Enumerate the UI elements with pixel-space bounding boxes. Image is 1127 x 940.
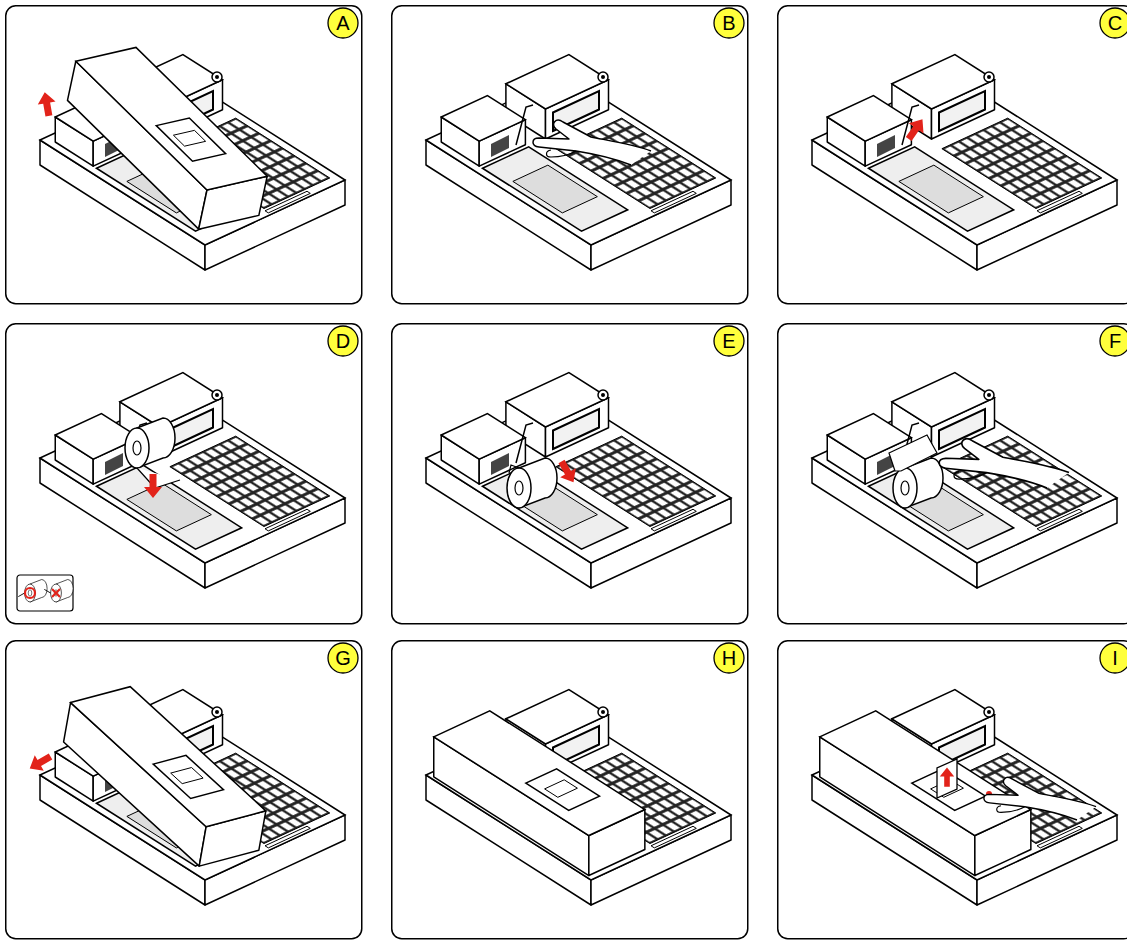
badge-shape (714, 8, 744, 38)
paper-tail (44, 589, 50, 593)
roll-icon-shape (51, 580, 74, 603)
panel (778, 641, 1127, 939)
inset-frame (17, 575, 73, 611)
panel-art (17, 373, 345, 611)
roll-direction-inset (17, 575, 73, 611)
panel (778, 324, 1127, 624)
panel-art (426, 373, 731, 588)
panel-frame (392, 324, 748, 624)
roll-icon (18, 580, 47, 603)
red-arrow (554, 457, 582, 487)
register (426, 55, 731, 270)
panel-frame (778, 6, 1127, 304)
badge-shape (1100, 643, 1127, 673)
red-arrow (901, 114, 930, 144)
panel-art (25, 677, 345, 905)
badge-shape (714, 643, 744, 673)
panel-frame (6, 641, 362, 939)
printer (441, 414, 627, 550)
panel (392, 641, 748, 939)
printer (441, 96, 627, 232)
badge-shape (1100, 326, 1127, 356)
badge-shape (328, 326, 358, 356)
step-badge: H (713, 642, 745, 674)
panel-art (426, 55, 731, 270)
cover-lifted (47, 36, 288, 241)
hand (984, 778, 1096, 820)
badge-shape (1100, 8, 1127, 38)
roll-icon (44, 580, 73, 603)
paper-strip (889, 435, 937, 471)
panel-art (36, 36, 345, 270)
step-badge: C (1099, 7, 1127, 39)
panel-art (426, 690, 731, 905)
panel-frame (392, 6, 748, 304)
step-badge: A (327, 7, 359, 39)
step-badge: B (713, 7, 745, 39)
panel (6, 641, 362, 939)
wrong-mark (52, 589, 60, 597)
panel-art (812, 690, 1117, 905)
panel (6, 324, 362, 624)
panel (392, 6, 748, 304)
panel-art (812, 55, 1117, 270)
step-badge: E (713, 325, 745, 357)
paper-end (137, 468, 180, 488)
roll-icon-shape (25, 580, 47, 603)
step-badge: D (327, 325, 359, 357)
step-letter: A (336, 13, 349, 33)
hand (939, 439, 1069, 488)
step-badge: F (1099, 325, 1127, 357)
receipt (937, 759, 957, 798)
printer (827, 96, 1013, 232)
cover (820, 711, 1031, 876)
paper-tail (18, 593, 24, 597)
red-arrow (25, 749, 55, 777)
step-letter: G (335, 648, 351, 668)
register (40, 373, 345, 588)
cover-closing (46, 677, 282, 876)
panel (6, 6, 362, 304)
paper-roll (507, 458, 557, 508)
step-letter: C (1108, 13, 1122, 33)
badge-shape (714, 326, 744, 356)
step-letter: H (722, 648, 736, 668)
step-badge: G (327, 642, 359, 674)
badge-shape (328, 643, 358, 673)
paper-feed (509, 465, 519, 473)
panel-frame (6, 324, 362, 624)
cover (434, 711, 645, 876)
panel-frame (778, 324, 1127, 624)
panel-frame (778, 641, 1127, 939)
register (426, 690, 731, 905)
red-arrow (940, 768, 954, 787)
register (812, 373, 1117, 588)
printer (55, 414, 241, 550)
register (812, 55, 1117, 270)
panel-art (812, 373, 1117, 588)
panel-frame (392, 641, 748, 939)
step-letter: B (722, 13, 735, 33)
register (426, 373, 731, 588)
panel (392, 324, 748, 624)
register (812, 690, 1117, 905)
step-badge: I (1099, 642, 1127, 674)
correct-mark (25, 588, 35, 598)
paper-roll (125, 418, 175, 468)
printer (827, 414, 1013, 550)
red-arrow (36, 91, 58, 118)
step-letter: D (336, 331, 350, 351)
panel-frame (6, 6, 362, 304)
red-arrow (144, 474, 162, 498)
badge-shape (328, 8, 358, 38)
step-letter: I (1112, 648, 1118, 668)
hand (533, 120, 651, 165)
step-letter: E (722, 331, 735, 351)
panel (778, 6, 1127, 304)
step-letter: F (1109, 331, 1121, 351)
